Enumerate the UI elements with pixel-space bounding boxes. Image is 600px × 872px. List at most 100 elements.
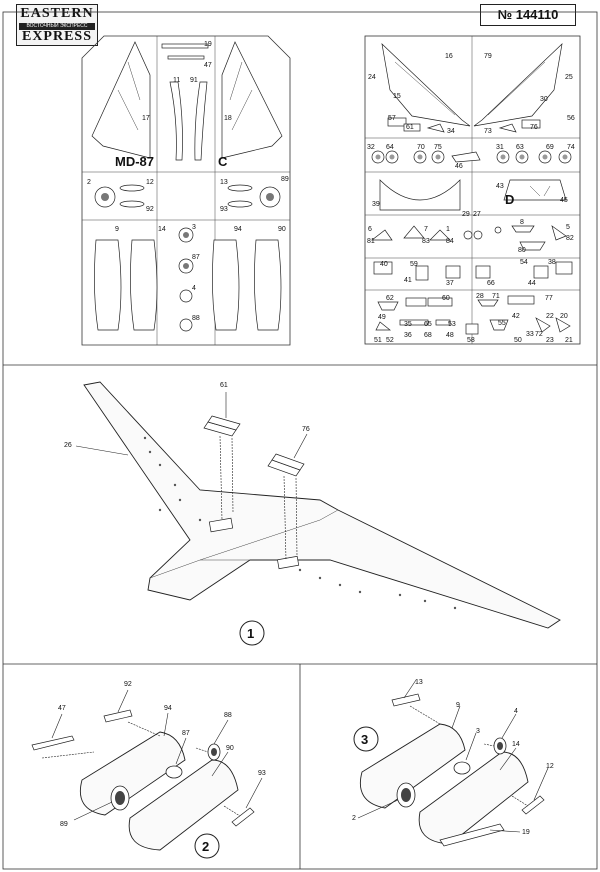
part-label: 21 (565, 337, 573, 344)
callout-26: 26 (64, 442, 72, 449)
part-label: 90 (278, 226, 286, 233)
sprue-d-letter: D (505, 192, 514, 207)
part-label: 73 (484, 128, 492, 135)
part-label: 6 (368, 226, 372, 233)
part-label: 64 (386, 144, 394, 151)
callout-47: 47 (58, 705, 66, 712)
step-2-circle (194, 833, 220, 859)
part-label: 74 (567, 144, 575, 151)
part-label: 44 (528, 280, 536, 287)
part-label: 1 (446, 226, 450, 233)
part-label: 66 (487, 280, 495, 287)
part-label: 14 (158, 226, 166, 233)
part-label: 9 (115, 226, 119, 233)
callout-87: 87 (182, 730, 190, 737)
part-label: 19 (204, 41, 212, 48)
logo-line-2: ВОСТОЧНЫЙ ЭКСПРЕСС (19, 23, 95, 30)
part-label: 29 (462, 211, 470, 218)
part-label: 50 (514, 337, 522, 344)
leader-26 (75, 445, 129, 456)
part-label: 22 (546, 313, 554, 320)
callout-12: 12 (546, 763, 554, 770)
callout-88: 88 (224, 712, 232, 719)
part-label: 37 (446, 280, 454, 287)
part-label: 15 (393, 93, 401, 100)
part-label: 57 (388, 115, 396, 122)
callout-19: 19 (522, 829, 530, 836)
eastern-express-logo: EASTERN ВОСТОЧНЫЙ ЭКСПРЕСС EXPRESS (16, 4, 98, 46)
part-76 (267, 453, 305, 561)
part-label: 4 (192, 285, 196, 292)
part-label: 31 (496, 144, 504, 151)
part-label: 33 (526, 331, 534, 338)
callout-76: 76 (302, 426, 310, 433)
callout-14: 14 (512, 741, 520, 748)
part-label: 38 (548, 259, 556, 266)
part-label: 41 (404, 277, 412, 284)
sprue-d (364, 35, 581, 345)
sprue-c-letter: C (218, 154, 228, 169)
part-label: 81 (367, 238, 375, 245)
part-label: 63 (516, 144, 524, 151)
part-label: 56 (567, 115, 575, 122)
callout-13: 13 (415, 679, 423, 686)
part-label: 7 (424, 226, 428, 233)
part-label: 76 (530, 124, 538, 131)
part-label: 80 (518, 247, 526, 254)
part-label: 77 (545, 295, 553, 302)
part-label: 91 (190, 77, 198, 84)
part-label: 24 (368, 74, 376, 81)
part-label: 11 (173, 77, 180, 84)
engine-assembly-right (357, 679, 549, 847)
callout-3: 3 (476, 728, 480, 735)
part-label: 39 (372, 201, 380, 208)
part-61 (203, 415, 241, 521)
part-label: 88 (192, 315, 200, 322)
part-label: 46 (455, 163, 463, 170)
part-label: 59 (410, 261, 418, 268)
part-label: 35 (404, 321, 412, 328)
part-label: 75 (434, 144, 442, 151)
logo-line-1: EASTERN (20, 6, 94, 21)
part-label: 69 (546, 144, 554, 151)
part-label: 45 (560, 197, 568, 204)
part-label: 82 (566, 235, 574, 242)
part-label: 13 (220, 179, 228, 186)
part-label: 40 (380, 261, 388, 268)
step-3-circle (353, 726, 379, 752)
part-label: 72 (535, 331, 543, 338)
part-label: 54 (520, 259, 528, 266)
part-label: 42 (512, 313, 520, 320)
part-label: 89 (281, 176, 289, 183)
part-label: 92 (146, 206, 154, 213)
step-2-number: 2 (202, 839, 209, 854)
part-label: 94 (234, 226, 242, 233)
part-label: 62 (386, 295, 394, 302)
part-label: 12 (146, 179, 154, 186)
callout-9: 9 (456, 702, 460, 709)
part-label: 83 (422, 238, 430, 245)
sprue-d-part-numbers: 16 79 24 25 15 30 57 61 34 73 76 56 32 6… (367, 53, 575, 344)
step-1-circle (239, 620, 265, 646)
part-label: 23 (546, 337, 554, 344)
sprue-c-model: MD-87 (115, 154, 154, 169)
part-label: 17 (142, 115, 150, 122)
part-label: 71 (492, 293, 500, 300)
logo-line-3: EXPRESS (21, 29, 93, 44)
part-label: 27 (473, 211, 481, 218)
sprue-c (81, 35, 291, 346)
part-label: 49 (378, 314, 386, 321)
part-label: 55 (498, 320, 506, 327)
part-label: 5 (566, 224, 570, 231)
engine-assembly-left (31, 689, 263, 851)
part-label: 60 (442, 295, 450, 302)
part-label: 3 (192, 224, 196, 231)
part-label: 20 (560, 313, 568, 320)
part-label: 25 (565, 74, 573, 81)
part-label: 48 (446, 332, 454, 339)
part-label: 93 (220, 206, 228, 213)
callout-4: 4 (514, 708, 518, 715)
callout-92: 92 (124, 681, 132, 688)
